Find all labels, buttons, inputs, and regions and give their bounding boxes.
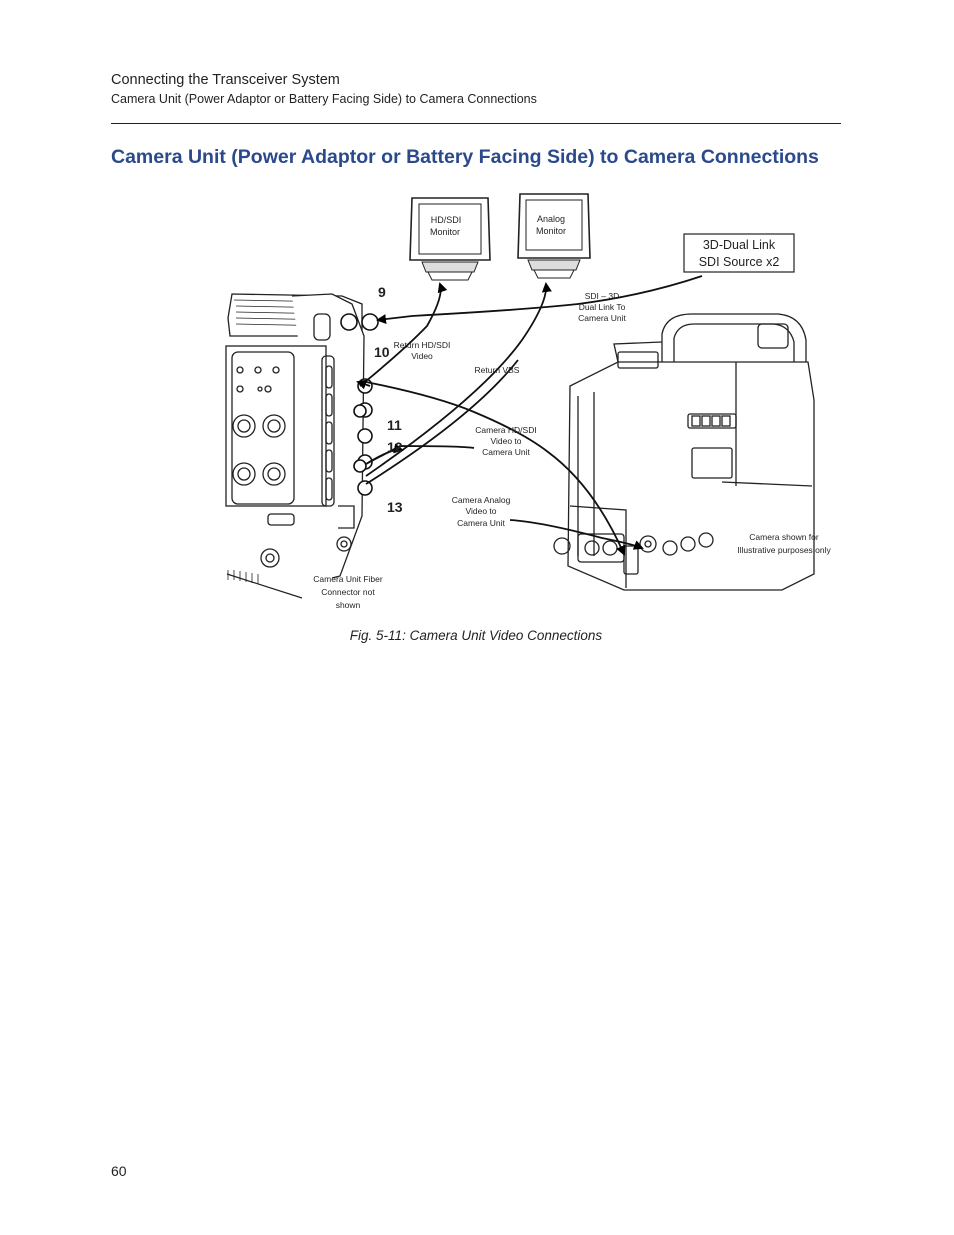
page-title: Camera Unit (Power Adaptor or Battery Fa… — [111, 146, 819, 168]
header-divider — [111, 123, 841, 124]
connector-number-11: 11 — [387, 417, 402, 433]
hd-sdi-monitor-label-2: Monitor — [430, 227, 460, 237]
label-camera-shown-2: Illustrative purposes only — [737, 545, 831, 555]
bnc-connectors — [340, 313, 379, 496]
running-head-chapter: Connecting the Transceiver System — [111, 72, 340, 88]
running-head-section: Camera Unit (Power Adaptor or Battery Fa… — [111, 92, 537, 106]
callout-labels: SDI – 3D Dual Link To Camera Unit Return… — [313, 291, 831, 610]
page-number: 60 — [111, 1163, 127, 1179]
label-sdi-3d-3: Camera Unit — [578, 313, 626, 323]
sdi-source-label-1: 3D-Dual Link — [703, 238, 776, 252]
camera-unit-video-connections-figure: HD/SDI Monitor Analog Monitor 3D-Dual Li… — [222, 186, 842, 616]
label-sdi-3d-1: SDI – 3D — [585, 291, 620, 301]
analog-monitor-label-2: Monitor — [536, 226, 566, 236]
label-return-vbs: Return VBS — [475, 365, 520, 375]
label-camera-analog-2: Video to — [465, 506, 496, 516]
label-camera-hd-sdi-3: Camera Unit — [482, 447, 530, 457]
label-fiber-connector-2: Connector not — [321, 587, 375, 597]
connector-number-12: 12 — [387, 439, 403, 455]
label-return-hd-sdi-2: Video — [411, 351, 433, 361]
label-return-hd-sdi-1: Return HD/SDI — [394, 340, 451, 350]
connection-cables — [356, 275, 703, 556]
label-fiber-connector-3: shown — [336, 600, 361, 610]
connector-number-13: 13 — [387, 499, 403, 515]
label-camera-analog-1: Camera Analog — [452, 495, 511, 505]
camera-illustration — [553, 313, 815, 591]
hd-sdi-monitor-label-1: HD/SDI — [431, 215, 462, 225]
sdi-source-box: 3D-Dual Link SDI Source x2 — [683, 233, 795, 273]
analog-monitor-label-1: Analog — [537, 214, 565, 224]
label-camera-analog-3: Camera Unit — [457, 518, 505, 528]
connector-number-10: 10 — [374, 344, 390, 360]
camera-unit-illustration — [225, 293, 365, 599]
label-fiber-connector-1: Camera Unit Fiber — [313, 574, 383, 584]
running-head: Connecting the Transceiver System Camera… — [111, 70, 841, 108]
label-camera-shown-1: Camera shown for — [749, 532, 819, 542]
sdi-source-label-2: SDI Source x2 — [699, 255, 780, 269]
label-camera-hd-sdi-1: Camera HD/SDI — [475, 425, 536, 435]
figure-illustration: HD/SDI Monitor Analog Monitor 3D-Dual Li… — [225, 193, 832, 610]
figure-caption: Fig. 5-11: Camera Unit Video Connections — [349, 628, 603, 643]
analog-monitor: Analog Monitor — [517, 193, 591, 279]
hd-sdi-monitor: HD/SDI Monitor — [409, 197, 491, 281]
label-sdi-3d-2: Dual Link To — [579, 302, 626, 312]
connector-number-9: 9 — [378, 284, 386, 300]
label-camera-hd-sdi-2: Video to — [490, 436, 521, 446]
